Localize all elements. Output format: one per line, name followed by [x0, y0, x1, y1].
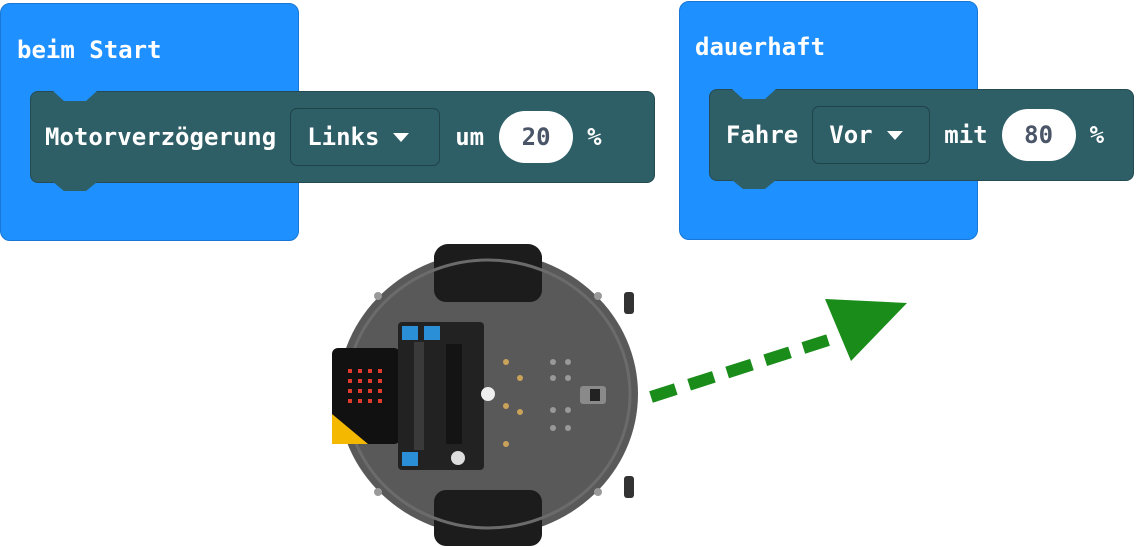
robot-image: [332, 244, 638, 546]
direction-dropdown-value: Vor: [829, 121, 873, 149]
percent-label: %: [1089, 121, 1105, 149]
drive-block[interactable]: Fahre Vor mit 80 %: [709, 89, 1134, 189]
percent-label: %: [587, 123, 602, 151]
side-dropdown[interactable]: Links: [290, 108, 441, 166]
block-notch-bottom: [53, 182, 97, 191]
expansion-board: [398, 322, 484, 470]
direction-dropdown[interactable]: Vor: [812, 106, 931, 164]
mit-label: mit: [944, 121, 988, 149]
direction-arrow-icon: [649, 299, 907, 403]
dropdown-triangle-icon: [393, 132, 410, 142]
block-notch-bottom: [732, 180, 776, 189]
motor-delay-label: Motorverzögerung: [45, 123, 277, 151]
on-start-label: beim Start: [17, 36, 162, 64]
dropdown-triangle-icon: [886, 130, 903, 140]
side-dropdown-value: Links: [307, 123, 380, 151]
drive-label: Fahre: [726, 121, 799, 149]
block-notch: [732, 89, 776, 99]
delay-percent-input[interactable]: 20: [499, 111, 574, 163]
block-notch: [53, 91, 97, 101]
speed-percent-input[interactable]: 80: [1001, 109, 1076, 161]
motor-delay-block[interactable]: Motorverzögerung Links um 20 %: [30, 91, 655, 191]
forever-label: dauerhaft: [695, 33, 826, 61]
um-label: um: [455, 123, 485, 151]
